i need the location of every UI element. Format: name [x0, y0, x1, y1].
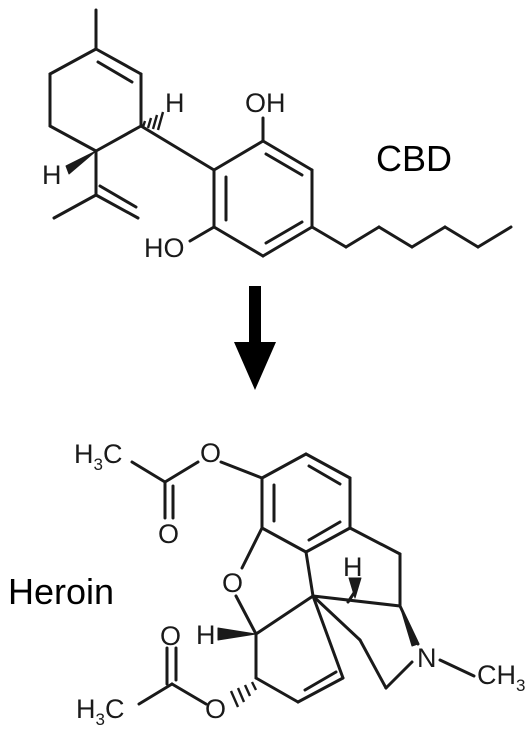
heroin-o-ring-label: O: [222, 568, 243, 598]
cbd-h-ring-label: H: [165, 88, 185, 118]
cbd-ho-label: HO: [144, 233, 185, 263]
reaction-arrow: [234, 286, 276, 390]
heroin-wedge-bond-h-bridge: [348, 577, 362, 599]
cbd-name-label: CBD: [376, 138, 452, 179]
heroin-o-ester-bottom-label: O: [205, 694, 226, 724]
heroin-h-bridge-label: H: [343, 552, 363, 582]
heroin-o-carbonyl-bottom-label: O: [160, 621, 181, 651]
heroin-h3c-bottom-label: H3C: [76, 694, 124, 729]
heroin-name-label: Heroin: [8, 571, 114, 612]
heroin-o-carbonyl-top-label: O: [158, 519, 179, 549]
cbd-oh-label: OH: [245, 88, 286, 118]
heroin-wedge-bond-n: [399, 605, 419, 647]
heroin-structure: H3C O O O H H N CH3 O H3C O: [74, 438, 525, 729]
heroin-ch3-label: CH3: [477, 660, 525, 695]
heroin-h3c-top-label: H3C: [74, 439, 122, 474]
cbd-wedge-bond-h: [65, 150, 97, 175]
heroin-hashed-bond-o: [229, 681, 258, 708]
heroin-n-label: N: [417, 643, 437, 673]
cbd-h-left-label: H: [42, 160, 62, 190]
cbd-structure: H H OH HO: [42, 8, 513, 263]
cbd-hashed-bond-h: [141, 111, 165, 131]
heroin-o-ester-top-label: O: [200, 438, 221, 468]
heroin-wedge-bond-h-left: [217, 627, 257, 641]
heroin-h-left-label: H: [196, 620, 216, 650]
